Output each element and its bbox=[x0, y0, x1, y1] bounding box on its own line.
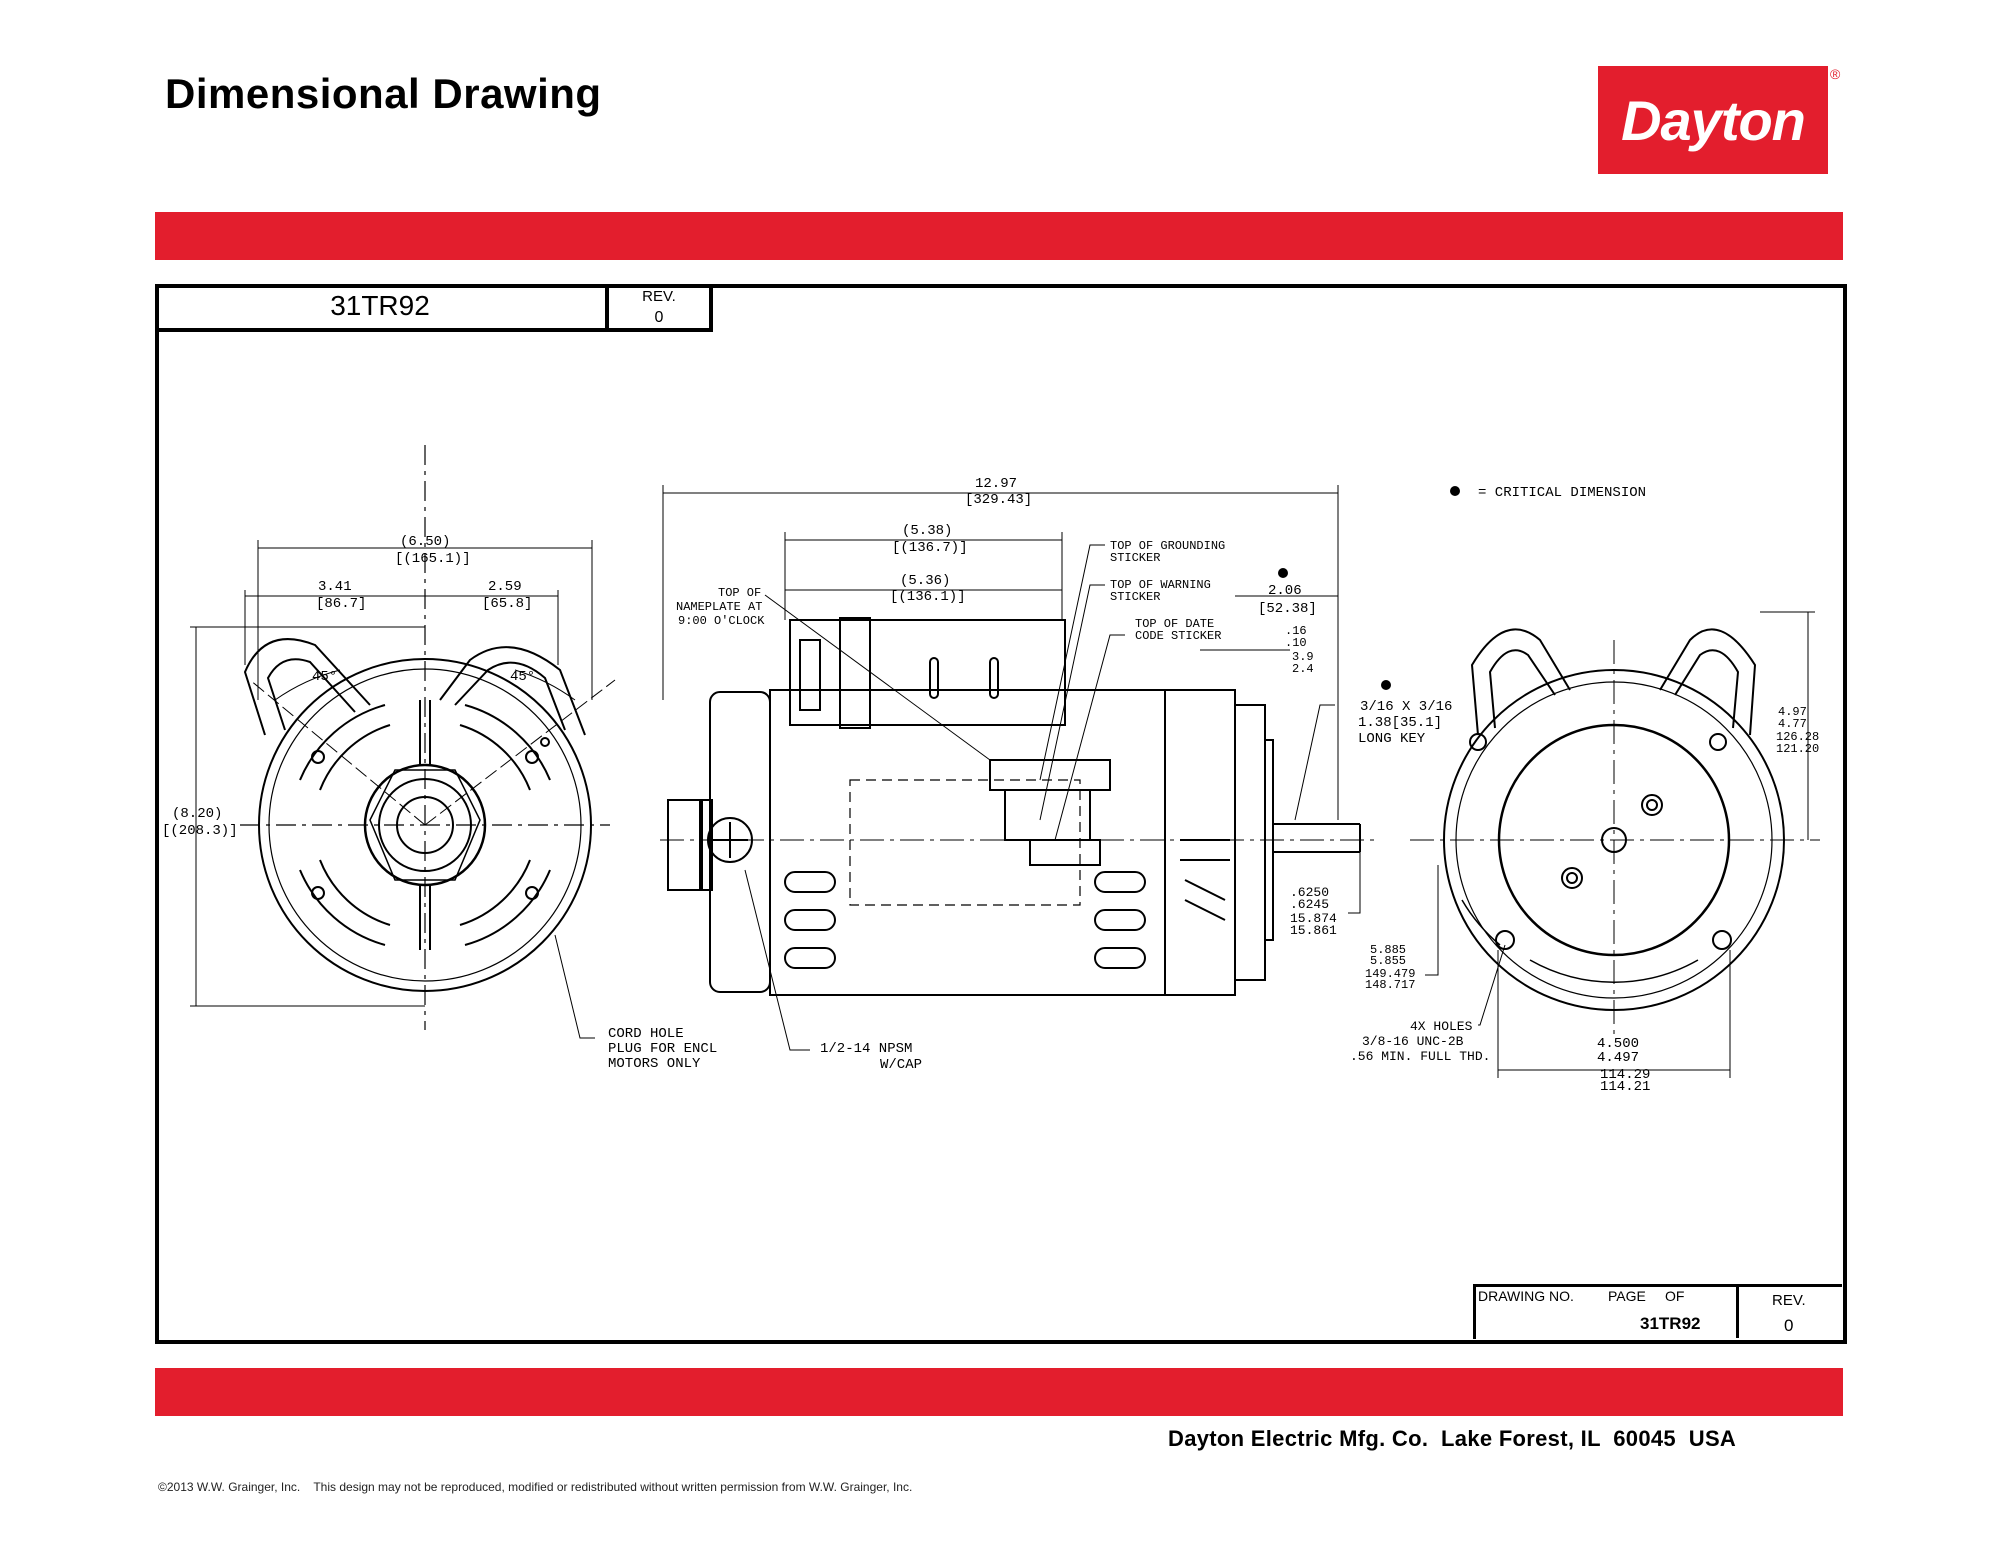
shaft-dia-in-2: .6245 bbox=[1290, 897, 1329, 912]
part-number: 31TR92 bbox=[330, 290, 430, 321]
side-d1-in: (5.38) bbox=[902, 523, 952, 539]
rev-box: REV. 0 bbox=[609, 284, 713, 332]
side-length-in: 12.97 bbox=[975, 476, 1017, 492]
dayton-logo: Dayton bbox=[1598, 66, 1828, 174]
shaft-len-mm: [52.38] bbox=[1258, 601, 1317, 617]
rev-label: REV. bbox=[642, 288, 676, 305]
front-width-in: (6.50) bbox=[400, 534, 450, 550]
shaft-dia-mm-1: 15.874 bbox=[1290, 911, 1337, 926]
flat-in-2: .10 bbox=[1285, 636, 1307, 650]
cord-note-1: CORD HOLE bbox=[608, 1026, 684, 1042]
front-view bbox=[190, 445, 616, 1039]
flat-mm-1: 3.9 bbox=[1292, 650, 1314, 664]
legend-text: = CRITICAL DIMENSION bbox=[1478, 485, 1646, 501]
pilot-mm-2: 148.717 bbox=[1365, 978, 1415, 992]
title-block-page-label: PAGE bbox=[1608, 1288, 1646, 1304]
npsm-note-1: 1/2-14 NPSM bbox=[820, 1041, 912, 1057]
grounding-note-2: STICKER bbox=[1110, 551, 1160, 565]
shaft-dia-in-1: .6250 bbox=[1290, 885, 1329, 900]
end-height-in-2: 4.77 bbox=[1778, 717, 1807, 731]
pilot-in-1: 5.885 bbox=[1370, 943, 1406, 957]
part-number-box: 31TR92 bbox=[155, 284, 609, 332]
nameplate-note-3: 9:00 O'CLOCK bbox=[678, 614, 765, 628]
bolt-mm-1: 114.29 bbox=[1600, 1067, 1650, 1083]
key-note-2: 1.38[35.1] bbox=[1358, 715, 1442, 731]
front-right-mm: [65.8] bbox=[482, 596, 532, 612]
title-block-divider bbox=[1736, 1286, 1739, 1338]
page-title: Dimensional Drawing bbox=[165, 70, 602, 117]
side-d2-mm: [(136.1)] bbox=[890, 589, 966, 605]
flat-mm-2: 2.4 bbox=[1292, 662, 1314, 676]
side-d1-mm: [(136.7)] bbox=[892, 540, 968, 556]
key-note-3: LONG KEY bbox=[1358, 731, 1426, 747]
front-height-in: (8.20) bbox=[172, 806, 222, 822]
date-note-2: CODE STICKER bbox=[1135, 629, 1221, 643]
registered-mark: ® bbox=[1830, 66, 1841, 82]
front-height-mm: [(208.3)] bbox=[162, 823, 238, 839]
front-angle-right: 45° bbox=[510, 669, 535, 685]
front-left-mm: [86.7] bbox=[316, 596, 366, 612]
end-height-in-1: 4.97 bbox=[1778, 705, 1807, 719]
title-block-rev-value: 0 bbox=[1784, 1316, 1794, 1335]
title-block-drawing-no-label: DRAWING NO. bbox=[1478, 1288, 1574, 1304]
cord-note-3: MOTORS ONLY bbox=[608, 1056, 701, 1072]
npsm-note-2: W/CAP bbox=[880, 1057, 922, 1073]
side-view bbox=[660, 485, 1439, 1051]
side-length-mm: [329.43] bbox=[965, 492, 1032, 508]
rev-value: 0 bbox=[654, 309, 664, 326]
pilot-in-2: 5.855 bbox=[1370, 954, 1406, 968]
date-note-1: TOP OF DATE bbox=[1135, 617, 1214, 631]
cord-note-2: PLUG FOR ENCL bbox=[608, 1041, 717, 1057]
nameplate-note-1: TOP OF bbox=[718, 586, 761, 600]
nameplate-note-2: NAMEPLATE AT bbox=[676, 600, 762, 614]
end-height-mm-2: 121.20 bbox=[1776, 742, 1819, 756]
grounding-note-1: TOP OF GROUNDING bbox=[1110, 539, 1225, 553]
pilot-mm-1: 149.479 bbox=[1365, 967, 1415, 981]
side-d2-in: (5.36) bbox=[900, 573, 950, 589]
end-view bbox=[1410, 611, 1820, 1078]
title-block-drawing-no: 31TR92 bbox=[1640, 1314, 1701, 1333]
title-block-rev-label: REV. bbox=[1772, 1292, 1806, 1309]
holes-note-1: 4X HOLES bbox=[1410, 1019, 1473, 1034]
shaft-len-in: 2.06 bbox=[1268, 583, 1302, 599]
drawing-frame bbox=[155, 284, 1847, 1344]
holes-note-2: 3/8-16 UNC-2B bbox=[1362, 1034, 1464, 1049]
bolt-in-2: 4.497 bbox=[1597, 1050, 1639, 1066]
warning-note-2: STICKER bbox=[1110, 590, 1160, 604]
key-note-1: 3/16 X 3/16 bbox=[1360, 699, 1452, 715]
end-height-mm-1: 126.28 bbox=[1776, 730, 1819, 744]
title-block-of-label: OF bbox=[1665, 1288, 1685, 1304]
front-left-in: 3.41 bbox=[318, 579, 352, 595]
front-right-in: 2.59 bbox=[488, 579, 522, 595]
top-red-bar bbox=[155, 212, 1843, 260]
bottom-red-bar bbox=[155, 1368, 1843, 1416]
shaft-dia-mm-2: 15.861 bbox=[1290, 923, 1337, 938]
title-block bbox=[1473, 1284, 1842, 1339]
bolt-in-1: 4.500 bbox=[1597, 1036, 1639, 1052]
copyright-notice: ©2013 W.W. Grainger, Inc. This design ma… bbox=[158, 1480, 913, 1494]
front-angle-left: 45° bbox=[312, 669, 337, 685]
front-width-mm: [(165.1)] bbox=[395, 551, 471, 567]
bolt-mm-2: 114.21 bbox=[1600, 1079, 1650, 1095]
company-address: Dayton Electric Mfg. Co. Lake Forest, IL… bbox=[1168, 1426, 1737, 1451]
holes-note-3: .56 MIN. FULL THD. bbox=[1350, 1049, 1490, 1064]
flat-in-1: .16 bbox=[1285, 624, 1307, 638]
warning-note-1: TOP OF WARNING bbox=[1110, 578, 1211, 592]
